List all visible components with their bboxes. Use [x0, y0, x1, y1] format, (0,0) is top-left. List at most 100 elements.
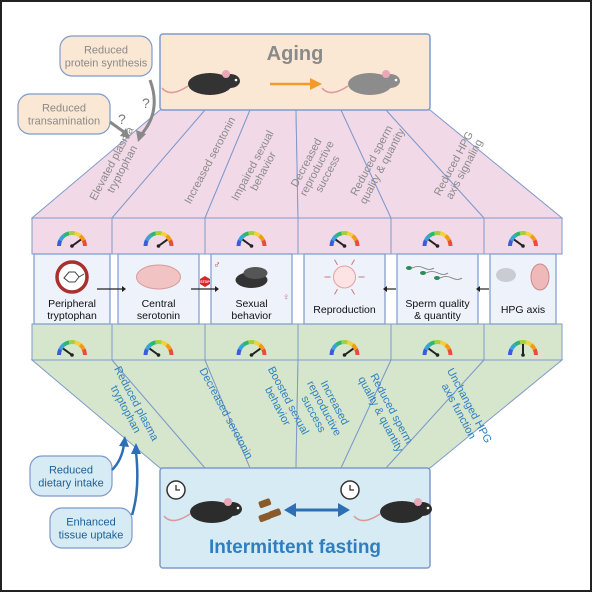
fasting-gauge-5-arc-segment — [439, 340, 447, 347]
fasting-gauge-1-arc-segment — [81, 348, 87, 356]
aging-gauge-cell-5 — [390, 217, 485, 255]
flow-arrow-left-head — [476, 286, 480, 292]
aging-arrow-head — [310, 78, 322, 90]
sperm-tail-icon — [334, 259, 338, 266]
aging-gauge-6-arc-segment — [532, 239, 538, 247]
clock-hands-icon — [349, 485, 354, 491]
aging-gauge-1-arc-segment — [74, 231, 82, 238]
fasting-note-arrow-2 — [130, 451, 139, 516]
fasting-mouse-left-ear — [224, 498, 232, 506]
fasting-side-note-1 — [29, 455, 113, 497]
aging-gauge-2-hub — [156, 244, 161, 248]
sperm-tail-icon — [351, 259, 355, 266]
aging-gauge-2-arc-segment — [168, 239, 174, 247]
sperm-tail-icon — [411, 266, 435, 270]
aging-gauge-4-arc-segment — [330, 234, 338, 242]
aging-side-note-label-2-line: transamination — [28, 116, 100, 128]
brain-icon — [136, 264, 181, 290]
aging-gauge-2-arc-segment — [144, 234, 152, 242]
central-box-4 — [303, 253, 386, 325]
fasting-note-arrow-1-head — [119, 436, 129, 447]
fasting-gauge-5-hub — [435, 353, 440, 357]
fasting-gauge-3-hub — [249, 353, 254, 357]
central-box-label-5-line: & quantity — [414, 310, 461, 322]
aging-side-note-1 — [59, 35, 153, 77]
sperm-tail-icon — [351, 288, 355, 295]
aging-gauge-5-arc-segment — [428, 231, 436, 238]
fasting-side-note-label-1-line: dietary intake — [38, 478, 103, 490]
aging-gauge-2-arc-segment — [160, 231, 168, 238]
stop-sign-text: STOP — [200, 280, 210, 284]
aging-gauge-6-needle — [513, 238, 524, 247]
aging-gauge-1-needle — [71, 238, 82, 247]
aging-gauge-5-hub — [435, 244, 440, 248]
central-box-label-3-line: Sexual — [235, 298, 267, 310]
food-pellet-icon — [258, 512, 272, 523]
fasting-gauge-6-arc-segment — [529, 343, 537, 351]
fasting-gauge-2-arc-segment — [149, 340, 157, 347]
aging-side-note-label-2-line: Reduced — [42, 103, 86, 115]
fasting-gauge-3-arc-segment — [261, 348, 267, 356]
fasting-gauge-2-arc-segment — [168, 348, 174, 356]
fasting-gauge-2-arc-segment — [144, 343, 152, 351]
fasting-mouse-right-ear — [414, 498, 422, 506]
stop-sign-icon — [200, 276, 210, 287]
fasting-side-note-2 — [49, 507, 133, 549]
central-box-3 — [210, 253, 293, 325]
central-box-label-6: HPG axis — [501, 304, 545, 316]
aging-gauge-4 — [329, 231, 360, 248]
fasting-gauge-3-arc-segment — [236, 348, 242, 356]
aging-gauge-3 — [236, 231, 267, 248]
central-box-label-1-line: Peripheral — [48, 298, 96, 310]
sperm-head-icon — [420, 271, 426, 275]
question-mark-1: ? — [142, 95, 150, 111]
aging-gauge-cell-1 — [31, 217, 113, 255]
fasting-gauge-6-arc-segment — [525, 340, 533, 347]
fasting-gauge-6-arc-segment — [513, 340, 521, 347]
pituitary-icon — [496, 268, 516, 282]
aging-gauge-1-hub — [70, 244, 74, 248]
fasting-gauge-6 — [508, 340, 538, 357]
fasting-note-arrow-1 — [111, 443, 126, 471]
sperm-head-icon — [406, 266, 412, 270]
fasting-gauge-6-hub — [521, 353, 525, 357]
fasting-gauge-4-arc-segment — [351, 343, 359, 351]
aging-young-mouse-tail — [161, 85, 189, 94]
fasting-gauge-6-arc-segment — [509, 343, 517, 351]
aging-gauge-4-arc-segment — [329, 239, 335, 247]
aging-gauge-4-arc-segment — [335, 231, 343, 238]
molecule-lines-icon — [63, 271, 85, 283]
clock-hands-icon — [175, 485, 180, 491]
aging-old-mouse — [321, 70, 400, 95]
aging-gauge-1-arc-segment — [57, 239, 63, 247]
aging-gauge-3-needle — [242, 238, 253, 247]
aging-gauge-cell-6 — [483, 217, 563, 255]
fasting-gauge-4-arc-segment — [330, 343, 338, 351]
aging-gauge-5-arc-segment — [422, 239, 428, 247]
central-box-label-3-line: behavior — [231, 310, 272, 322]
aging-gauge-6-hub — [521, 244, 525, 248]
central-box-label-6-line: HPG axis — [501, 304, 545, 316]
fasting-banner — [159, 467, 431, 569]
aging-gauge-4-arc-segment — [351, 234, 359, 242]
aging-gauge-2 — [143, 231, 174, 248]
fasting-mouse-left-eye — [236, 506, 240, 510]
testis-icon — [530, 263, 550, 291]
flow-arrow-left-head — [383, 286, 387, 292]
aging-gauge-5-needle — [428, 238, 439, 247]
fasting-gauge-4-hub — [342, 353, 347, 357]
aging-gauge-3-arc-segment — [253, 231, 261, 238]
aging-gauge-3-arc-segment — [236, 239, 242, 247]
fasting-gauge-1-needle — [62, 347, 73, 356]
fasting-gauge-4 — [329, 340, 360, 357]
fasting-gauge-2-arc-segment — [165, 343, 173, 351]
fasting-gauge-5 — [422, 340, 453, 357]
central-box-label-4: Reproduction — [313, 304, 376, 316]
sperm-tail-icon — [334, 288, 338, 295]
aging-gauge-5 — [422, 231, 453, 248]
aging-gauge-1-arc-segment — [78, 234, 86, 242]
double-arrow-right-head — [338, 503, 350, 517]
